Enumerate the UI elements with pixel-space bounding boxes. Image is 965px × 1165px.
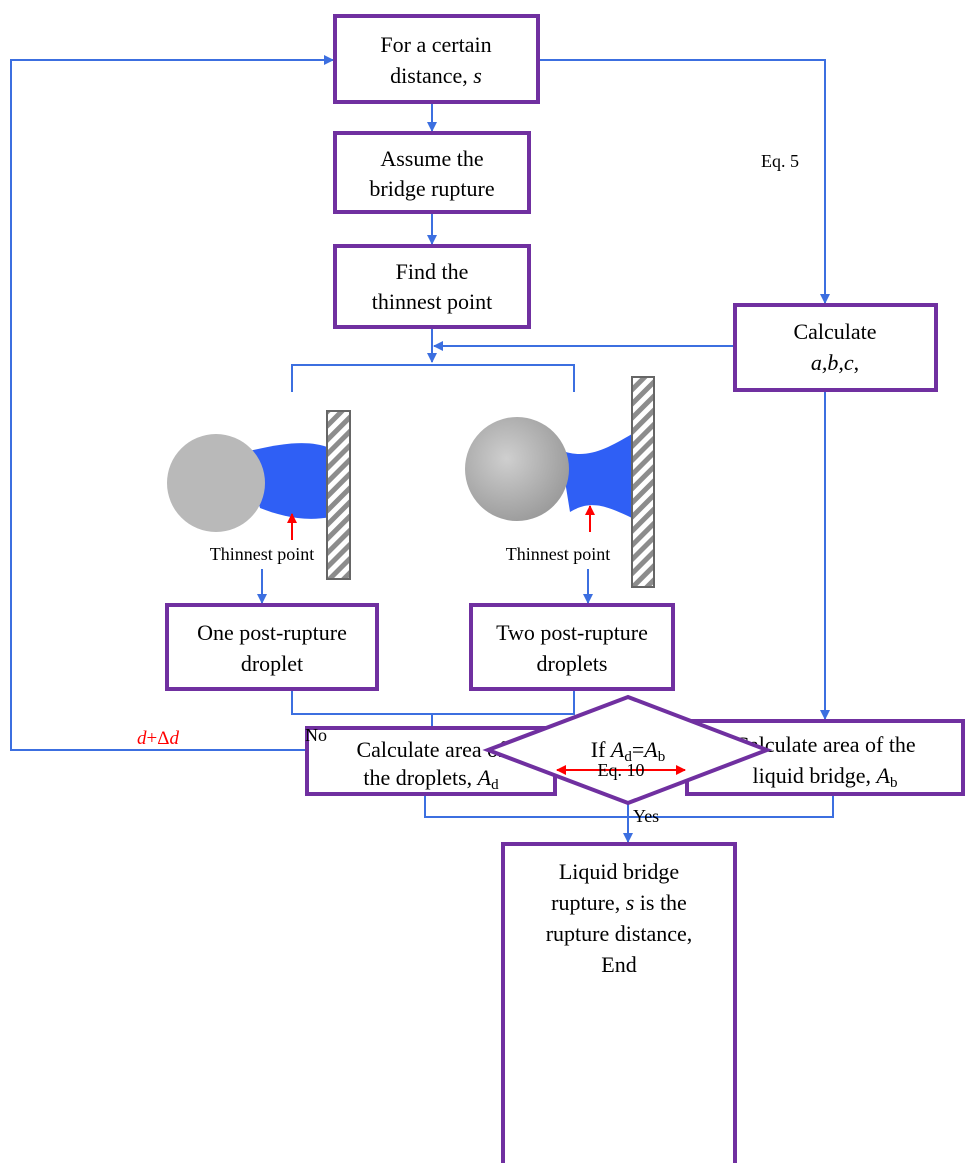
sphere-particle-icon (167, 434, 265, 532)
box-find-thinnest: Find the thinnest point (333, 244, 531, 329)
box-end-line4: End (601, 952, 636, 977)
box-assume-line2: bridge rupture (369, 176, 494, 201)
decision-left-var: A (609, 737, 625, 762)
box-area-bridge-var: A (875, 763, 891, 788)
box-find-line1: Find the (396, 259, 469, 284)
box-start-var-s: s (473, 63, 482, 88)
svg-text:a,b,c,: a,b,c, (811, 350, 859, 375)
decision-right-var: A (642, 737, 658, 762)
box-two-droplets-line2: droplets (537, 651, 608, 676)
box-area-droplets-line1: Calculate area of (356, 737, 506, 762)
liquid-bridge-concave-icon (560, 434, 632, 518)
svg-text:liquid bridge, Ab: liquid bridge, Ab (753, 763, 898, 791)
box-end-line1: Liquid bridge (559, 859, 679, 884)
svg-text:If Ad=Ab: If Ad=Ab (591, 737, 665, 765)
decision-prefix: If (591, 737, 611, 762)
hatched-wall-icon-2 (631, 376, 655, 588)
sphere-particle-icon-2 (465, 417, 569, 521)
box-calc-abc-vars: a,b,c (811, 350, 854, 375)
box-end-var-s: s (626, 890, 635, 915)
eq5-label: Eq. 5 (761, 151, 799, 171)
svg-text:the droplets, Ad: the droplets, Ad (363, 765, 499, 793)
box-area-droplets-var: A (476, 765, 492, 790)
box-start-line2: distance, (390, 63, 473, 88)
svg-text:distance, s: distance, s (390, 63, 482, 88)
arrow-start-to-calc-abc (538, 59, 830, 304)
box-one-droplet: One post-rupture droplet (165, 603, 379, 691)
box-assume-rupture: Assume the bridge rupture (333, 131, 531, 214)
box-end-line2-prefix: rupture, (551, 890, 626, 915)
box-calc-abc: Calculate a,b,c, (733, 303, 938, 392)
box-find-line2: thinnest point (372, 289, 492, 314)
box-calc-abc-line1: Calculate (793, 319, 876, 344)
liquid-bridge-icon (245, 443, 330, 519)
box-end-line2-suffix: is the (634, 890, 687, 915)
increment-op: +Δ (147, 728, 170, 749)
thinnest-point-label-right: Thinnest point (506, 544, 611, 564)
no-label: No (305, 725, 327, 745)
illustration-two-droplets: Thinnest point (465, 376, 655, 588)
arrow-no-loop-back (10, 55, 488, 751)
box-calc-abc-comma: , (854, 350, 860, 375)
box-area-droplets-line2: the droplets, (363, 765, 477, 790)
box-start: For a certain distance, s (333, 14, 540, 104)
illustration-one-droplet: Thinnest point (167, 410, 351, 580)
box-area-bridge-line2: liquid bridge, (753, 763, 877, 788)
box-end: Liquid bridge rupture, s is the rupture … (501, 842, 737, 1163)
split-bracket (291, 364, 575, 392)
decision-right-sub: b (658, 749, 666, 765)
hatched-wall-icon (326, 410, 351, 580)
box-area-bridge-sub: b (890, 775, 898, 791)
box-one-droplet-line1: One post-rupture (197, 620, 347, 645)
increment-var2: d (169, 728, 179, 749)
box-assume-line1: Assume the (380, 146, 483, 171)
svg-text:rupture, s is the: rupture, s is the (551, 890, 687, 915)
thinnest-point-label-left: Thinnest point (210, 544, 315, 564)
box-one-droplet-line2: droplet (241, 651, 303, 676)
box-end-line3: rupture distance, (546, 921, 693, 946)
svg-text:d+Δd: d+Δd (137, 728, 179, 749)
decision-diamond: If Ad=Ab (482, 694, 773, 806)
connectors (10, 55, 834, 860)
box-two-droplets: Two post-rupture droplets (469, 603, 675, 691)
eq10-label: Eq. 10 (598, 760, 645, 780)
decision-eq: = (632, 737, 644, 762)
box-start-line1: For a certain (380, 32, 491, 57)
svg-text:For a certain: For a certain (380, 32, 491, 57)
box-two-droplets-line1: Two post-rupture (496, 620, 648, 645)
increment-var: d (137, 728, 147, 749)
merge-bracket (291, 690, 575, 715)
yes-label: Yes (633, 806, 659, 826)
decision-left-sub: d (624, 749, 632, 765)
box-area-droplets-sub: d (491, 777, 499, 793)
